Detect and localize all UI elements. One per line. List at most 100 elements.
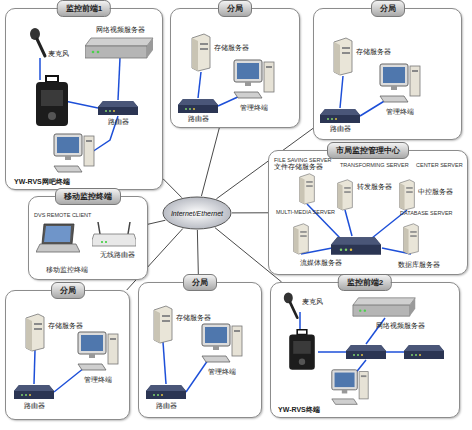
device-label: 路由器 bbox=[330, 125, 351, 133]
device-label: 网络视频服务器 bbox=[376, 322, 425, 330]
device-label: 移动监控终端 bbox=[46, 266, 88, 274]
network-cable bbox=[39, 58, 41, 80]
device-label: 存储服务器 bbox=[356, 48, 391, 56]
computer-icon bbox=[234, 60, 274, 98]
device-label: MULTI-MEDIA SERVER bbox=[276, 208, 335, 216]
computer-icon bbox=[202, 324, 242, 362]
network-label: Internet/Ethernet bbox=[171, 210, 223, 217]
video-server-icon bbox=[353, 298, 415, 316]
network-cable bbox=[163, 342, 166, 384]
network-cable bbox=[301, 248, 332, 254]
server-icon bbox=[300, 174, 315, 204]
video-server-icon bbox=[85, 38, 153, 58]
device-label: CENTER SERVER bbox=[416, 161, 463, 169]
device-label: YW-RVS网吧终端 bbox=[14, 178, 70, 186]
server-icon bbox=[154, 306, 172, 343]
laptop-icon bbox=[36, 224, 80, 252]
network-cable bbox=[218, 96, 240, 106]
device-label: 存储服务器 bbox=[176, 314, 211, 322]
router-icon bbox=[98, 101, 138, 115]
router-icon bbox=[14, 385, 54, 399]
router-icon bbox=[146, 385, 186, 399]
device-label: 无线路由器 bbox=[100, 251, 135, 259]
router-icon bbox=[320, 109, 360, 123]
group-title: 分局 bbox=[183, 274, 217, 291]
terminal-icon bbox=[36, 76, 68, 126]
device-label: 存储服务器 bbox=[214, 44, 249, 52]
server-icon bbox=[400, 180, 415, 210]
device-label: 管理终端 bbox=[84, 376, 112, 384]
device-label: 路由器 bbox=[24, 402, 45, 410]
computer-icon bbox=[332, 370, 368, 405]
group-title: 监控前端2 bbox=[338, 274, 392, 291]
network-link bbox=[232, 212, 268, 213]
network-cable bbox=[340, 76, 343, 108]
network-cable bbox=[382, 248, 411, 254]
network-cable bbox=[360, 100, 386, 116]
device-label: 中控服务器 bbox=[418, 188, 453, 196]
router-icon bbox=[178, 99, 218, 113]
computer-icon bbox=[78, 332, 118, 370]
router-icon bbox=[346, 345, 386, 359]
network-cable bbox=[318, 351, 346, 353]
site-group: 分局 bbox=[5, 290, 130, 420]
network-cable bbox=[198, 72, 201, 98]
site-group: 分局 bbox=[138, 282, 262, 418]
wireless-router-icon bbox=[92, 222, 136, 246]
device-label: 流媒体服务器 bbox=[300, 259, 342, 267]
device-label: 管理终端 bbox=[240, 104, 268, 112]
device-label: 网络视频服务器 bbox=[96, 26, 145, 34]
terminal-icon bbox=[289, 330, 315, 370]
server-icon bbox=[294, 224, 309, 254]
device-label: 路由器 bbox=[108, 118, 129, 126]
device-label: DVS REMOTE CLIENT bbox=[34, 211, 91, 219]
device-label: 转发服务器 bbox=[357, 183, 392, 191]
group-title: 移动监控终端 bbox=[55, 188, 121, 205]
group-title: 监控前端1 bbox=[57, 0, 111, 17]
network-link bbox=[148, 220, 165, 224]
server-icon bbox=[192, 34, 210, 71]
computer-icon bbox=[54, 134, 94, 172]
device-label: 麦克风 bbox=[48, 50, 69, 58]
network-link bbox=[163, 179, 182, 198]
router-icon bbox=[404, 345, 444, 359]
device-label: TRANSFORMING SERVER bbox=[340, 161, 409, 169]
device-label: 文件存储服务器 bbox=[274, 163, 323, 171]
network-cloud: Internet/Ethernet bbox=[162, 196, 232, 230]
group-title: 分局 bbox=[218, 0, 252, 17]
site-group: 分局 bbox=[170, 8, 300, 128]
network-cable bbox=[386, 351, 404, 353]
device-label: YW-RVS终端 bbox=[278, 406, 320, 414]
network-cable bbox=[350, 360, 366, 380]
network-cable bbox=[34, 58, 411, 392]
network-cable bbox=[54, 368, 84, 392]
device-label: 管理终端 bbox=[208, 368, 236, 376]
device-label: 管理终端 bbox=[386, 108, 414, 116]
group-title: 分局 bbox=[371, 0, 405, 17]
network-cable bbox=[366, 318, 385, 344]
device-label: 数据库服务器 bbox=[398, 261, 440, 269]
microphone-icon bbox=[30, 28, 45, 56]
device-label: 存储服务器 bbox=[48, 322, 83, 330]
network-cable bbox=[118, 58, 120, 100]
device-label: 麦克风 bbox=[302, 298, 323, 306]
server-icon bbox=[338, 180, 353, 210]
device-label: DATABASE SERVER bbox=[400, 209, 453, 217]
network-cable bbox=[299, 312, 301, 330]
site-group: 监控前端1 bbox=[5, 8, 163, 190]
server-icon bbox=[334, 38, 352, 75]
network-cable bbox=[60, 100, 98, 108]
group-title: 市局监控管理中心 bbox=[327, 142, 409, 159]
device-label: 路由器 bbox=[188, 115, 209, 123]
computer-icon bbox=[380, 64, 420, 102]
ellipse-shape bbox=[163, 197, 231, 229]
server-icon bbox=[404, 224, 419, 254]
network-cable bbox=[345, 210, 352, 236]
device-label: FILE SAVING SERVER bbox=[274, 156, 332, 164]
microphone-icon bbox=[284, 293, 298, 318]
site-group: 分局 bbox=[313, 8, 462, 140]
network-link bbox=[201, 128, 219, 196]
network-cable bbox=[34, 350, 35, 384]
device-label: 路由器 bbox=[156, 402, 177, 410]
